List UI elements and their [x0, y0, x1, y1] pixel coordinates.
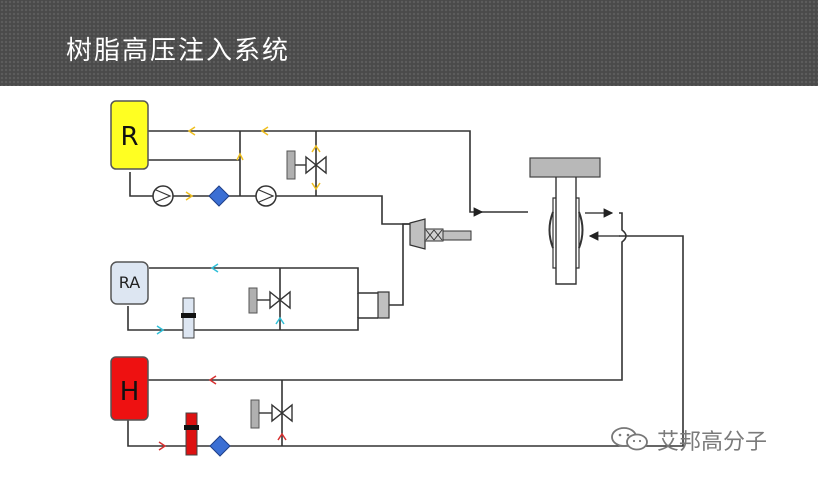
r-shutoff-valve [286, 150, 327, 180]
watermark-text: 艾邦高分子 [657, 430, 768, 455]
pump-icon [255, 185, 277, 207]
ra-circuit [127, 223, 410, 331]
heater-flowmeter-icon [184, 412, 199, 456]
r-flow-arrows [185, 126, 321, 201]
return-lines [146, 212, 684, 447]
resin-injection-diagram: R [110, 100, 684, 457]
r-circuit [129, 130, 528, 225]
ra-shutoff-valve [248, 287, 291, 314]
r-tank: R [110, 100, 149, 170]
r-tank-label: R [120, 122, 138, 152]
ra-valve-block [377, 291, 390, 319]
mold [529, 157, 601, 285]
wechat-logo-icon [611, 427, 648, 451]
pump-icon [152, 185, 174, 207]
page-title: 树脂高压注入系统 [66, 36, 291, 66]
valve-icon [305, 155, 327, 175]
ra-flow-arrows [156, 263, 285, 335]
mixing-head [409, 218, 472, 250]
h-flow-arrows [158, 375, 287, 451]
ra-tank-label: RA [119, 273, 140, 292]
valve-icon [271, 403, 293, 423]
h-tank-label: H [120, 377, 140, 407]
check-valve-icon [208, 185, 230, 207]
check-valve-icon [209, 435, 231, 457]
valve-icon [269, 290, 291, 310]
static-mixer-icon [425, 229, 443, 241]
h-tank: H [110, 356, 149, 421]
ra-tank: RA [110, 261, 149, 305]
title-bar: 树脂高压注入系统 [0, 0, 818, 86]
flowmeter-icon [181, 297, 196, 339]
h-shutoff-valve [250, 399, 293, 429]
